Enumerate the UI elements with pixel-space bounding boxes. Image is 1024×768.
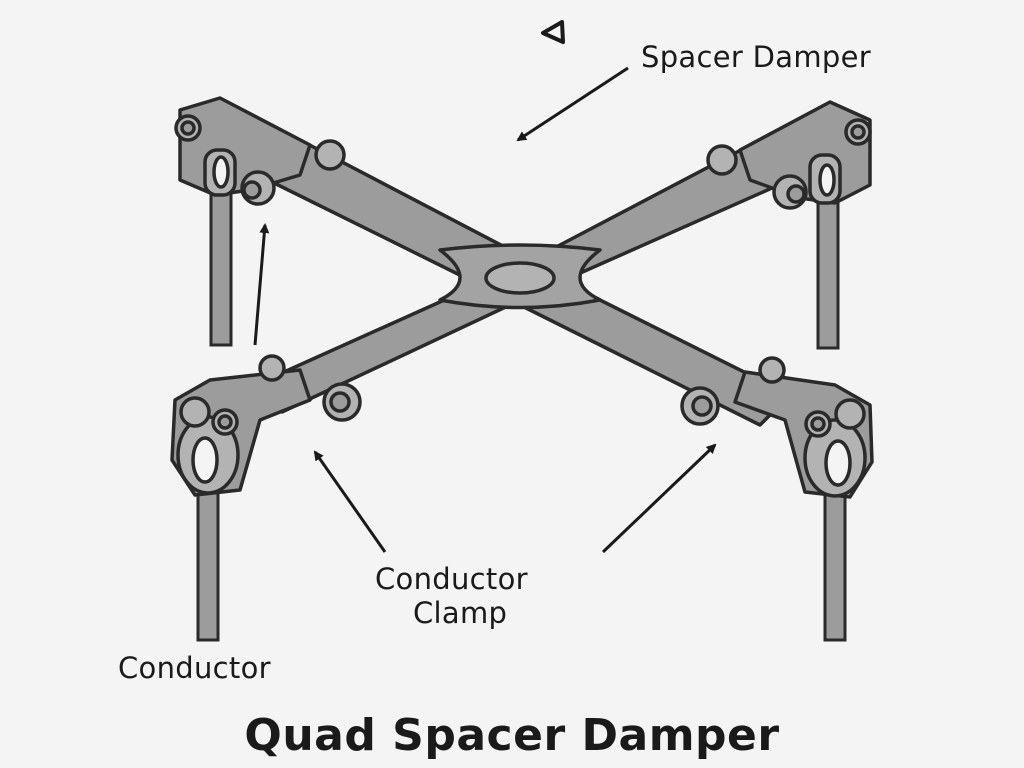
clamp-top-right bbox=[706, 100, 872, 210]
callout-arrows bbox=[253, 66, 717, 554]
spacer-damper-label: Spacer Damper bbox=[641, 40, 871, 74]
conductor-clamp-label-line2: Clamp bbox=[413, 596, 508, 630]
clamp-top-left bbox=[174, 96, 346, 206]
arrow-clamp-left bbox=[313, 450, 387, 553]
conductor-wire-bottom-left bbox=[196, 488, 220, 642]
arrow-conductor bbox=[253, 223, 270, 346]
clamp-bottom-left bbox=[170, 354, 362, 497]
triangle-glyph bbox=[541, 20, 565, 44]
conductor-wires bbox=[196, 188, 847, 642]
hub-boss bbox=[484, 261, 556, 295]
arrow-clamp-right bbox=[601, 443, 717, 554]
conductor-wire-top-right bbox=[816, 193, 840, 350]
conductor-wire-top-left bbox=[209, 188, 233, 347]
diagram-title: Quad Spacer Damper bbox=[244, 710, 780, 761]
arrow-spacer-damper bbox=[516, 66, 629, 142]
conductor-label: Conductor bbox=[118, 651, 271, 685]
spacer-frame bbox=[253, 138, 792, 427]
clamp-bottom-right bbox=[680, 356, 874, 499]
conductor-clamp-label: Conductor Clamp bbox=[375, 562, 528, 630]
conductor-clamp-label-line1: Conductor bbox=[375, 562, 528, 596]
conductor-wire-bottom-right bbox=[823, 493, 847, 642]
